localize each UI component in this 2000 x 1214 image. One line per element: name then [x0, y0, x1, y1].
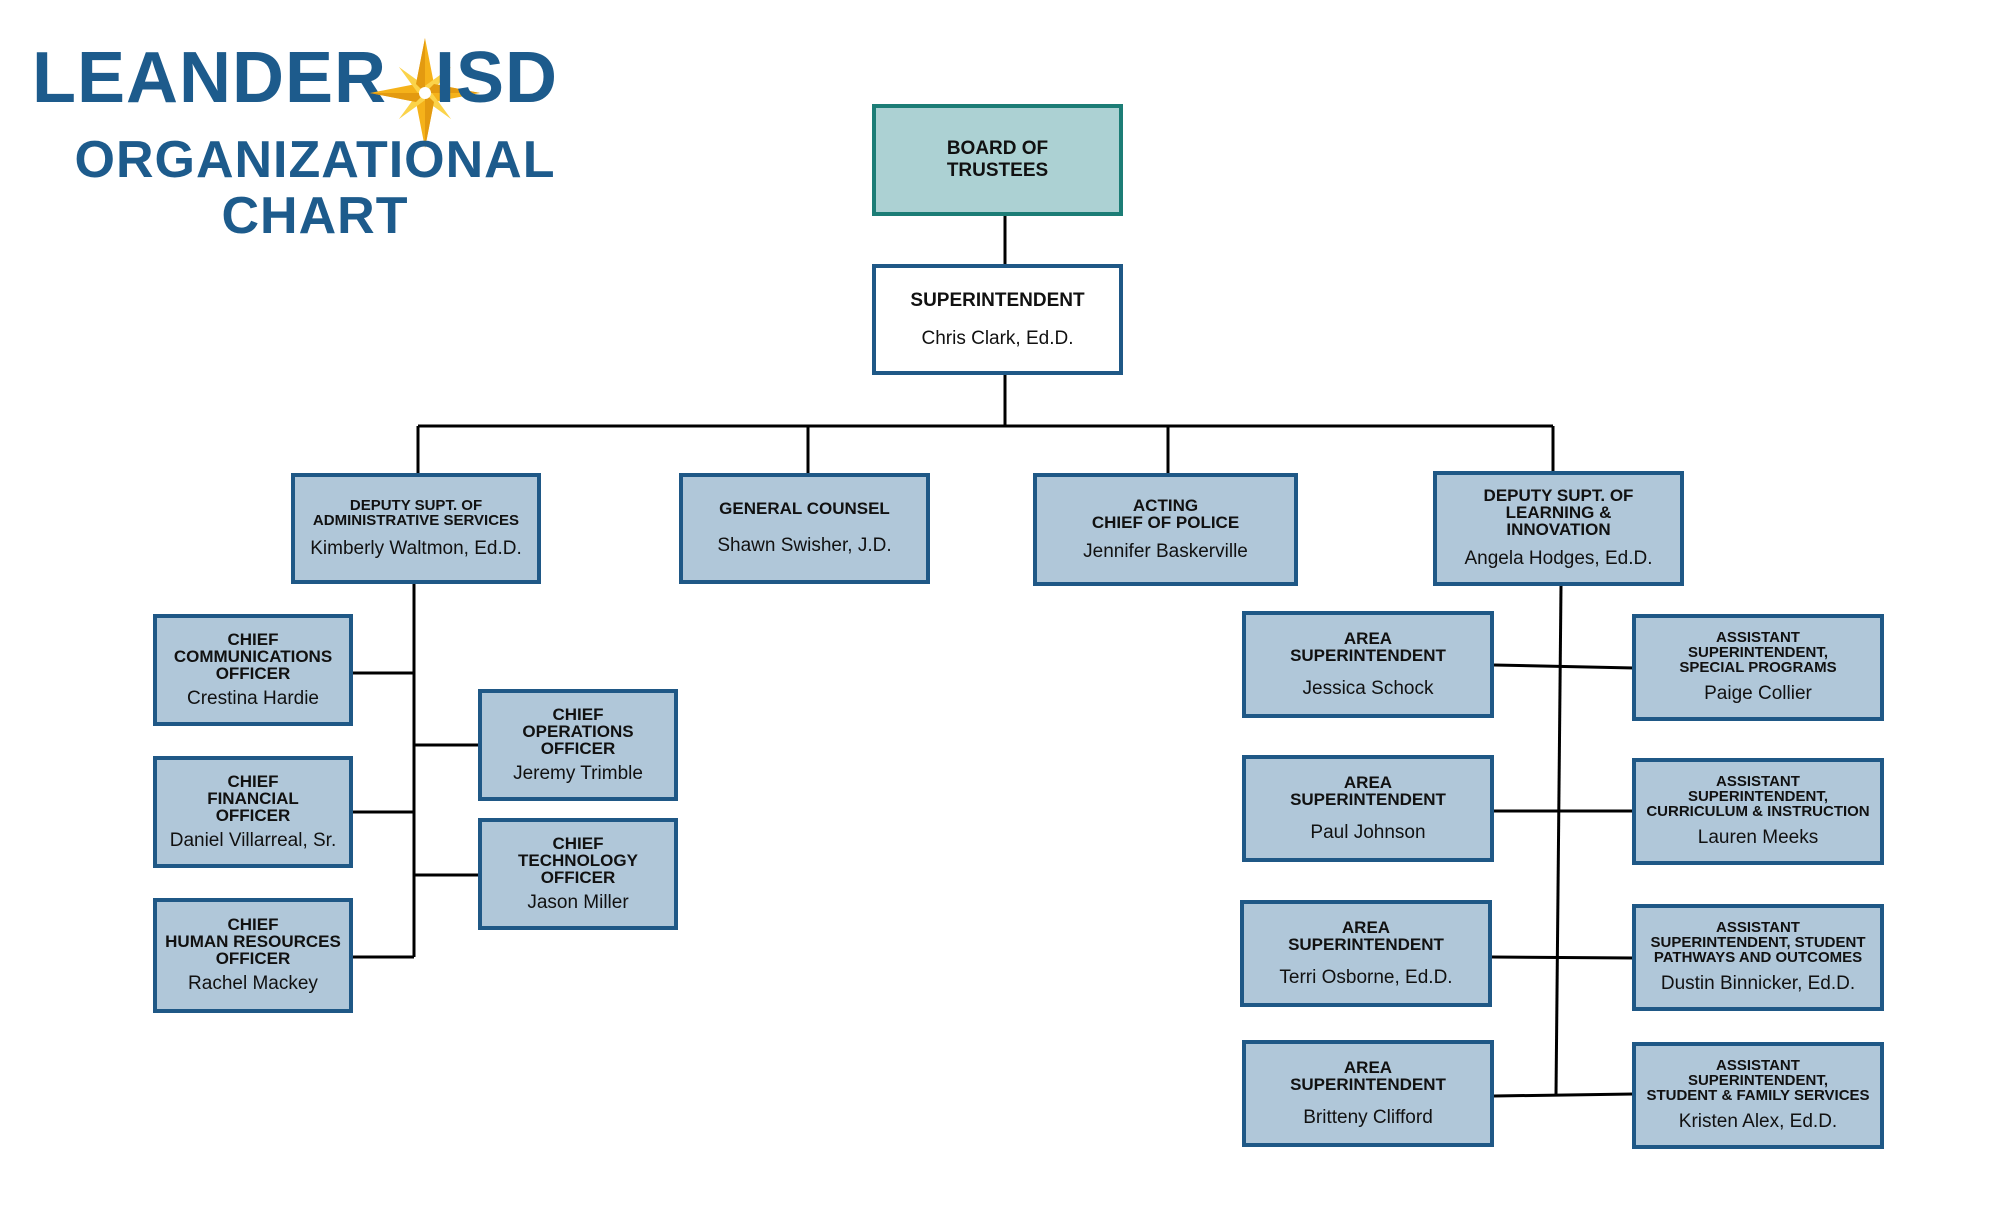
chief-role: CHIEF HUMAN RESOURCES OFFICER	[165, 915, 341, 968]
assistant-superintendent-box: ASSISTANT SUPERINTENDENT, STUDENT & FAMI…	[1632, 1042, 1884, 1149]
board-role: BOARD OF TRUSTEES	[946, 138, 1049, 181]
chief-name: Crestina Hardie	[187, 687, 319, 709]
area-superintendent-box: AREA SUPERINTENDENT Jessica Schock	[1242, 611, 1494, 718]
title-line-2: CHART	[221, 187, 409, 245]
police-chief-role: ACTING CHIEF OF POLICE	[1091, 495, 1240, 532]
general-counsel-name: Shawn Swisher, J.D.	[717, 535, 892, 556]
chief-name: Jeremy Trimble	[513, 762, 643, 784]
assistant-role: ASSISTANT SUPERINTENDENT, CURRICULUM & I…	[1646, 773, 1870, 820]
area-superintendent-box: AREA SUPERINTENDENT Britteny Clifford	[1242, 1040, 1494, 1147]
chief-name: Rachel Mackey	[188, 973, 318, 994]
superintendent-box: SUPERINTENDENT Chris Clark, Ed.D.	[872, 264, 1123, 375]
chief-role: CHIEF TECHNOLOGY OFFICER	[518, 833, 638, 887]
area-superintendent-box: AREA SUPERINTENDENT Terri Osborne, Ed.D.	[1240, 900, 1492, 1007]
area-name: Jessica Schock	[1302, 677, 1434, 699]
logo-word-leander: LEANDER	[32, 38, 388, 118]
chief-technology-box: CHIEF TECHNOLOGY OFFICER Jason Miller	[478, 818, 678, 930]
chief-role: CHIEF FINANCIAL OFFICER	[207, 771, 299, 825]
assistant-superintendent-box: ASSISTANT SUPERINTENDENT, SPECIAL PROGRA…	[1632, 614, 1884, 721]
chief-role: CHIEF COMMUNICATIONS OFFICER	[173, 629, 333, 683]
area-name: Paul Johnson	[1310, 821, 1426, 843]
assistant-name: Kristen Alex, Ed.D.	[1678, 1111, 1838, 1132]
chart-title: ORGANIZATIONAL CHART	[60, 132, 570, 244]
assistant-role: ASSISTANT SUPERINTENDENT, SPECIAL PROGRA…	[1679, 629, 1837, 676]
chief-human-resources-box: CHIEF HUMAN RESOURCES OFFICER Rachel Mac…	[153, 898, 353, 1013]
area-name: Terri Osborne, Ed.D.	[1279, 966, 1453, 988]
logo-word-isd: ISD	[435, 38, 559, 118]
chief-financial-box: CHIEF FINANCIAL OFFICER Daniel Villarrea…	[153, 756, 353, 868]
superintendent-role: SUPERINTENDENT	[910, 289, 1085, 311]
area-name: Britteny Clifford	[1303, 1106, 1433, 1128]
chief-name: Jason Miller	[527, 891, 629, 913]
deputy-learning-innovation-box: DEPUTY SUPT. OF LEARNING & INNOVATION An…	[1433, 471, 1684, 586]
general-counsel-role: GENERAL COUNSEL	[719, 499, 890, 518]
deputy-learning-role: DEPUTY SUPT. OF LEARNING & INNOVATION	[1483, 486, 1634, 539]
area-role: AREA SUPERINTENDENT	[1290, 772, 1446, 809]
area-role: AREA SUPERINTENDENT	[1290, 628, 1446, 665]
assistant-role: ASSISTANT SUPERINTENDENT, STUDENT & FAMI…	[1646, 1057, 1870, 1104]
compass-star-icon	[370, 38, 480, 148]
general-counsel-box: GENERAL COUNSEL Shawn Swisher, J.D.	[679, 473, 930, 584]
assistant-superintendent-box: ASSISTANT SUPERINTENDENT, STUDENT PATHWA…	[1632, 904, 1884, 1011]
title-line-1: ORGANIZATIONAL	[74, 131, 556, 189]
deputy-learning-name: Angela Hodges, Ed.D.	[1464, 548, 1653, 569]
assistant-role: ASSISTANT SUPERINTENDENT, STUDENT PATHWA…	[1650, 919, 1866, 966]
superintendent-name: Chris Clark, Ed.D.	[921, 327, 1074, 349]
assistant-name: Paige Collier	[1704, 683, 1812, 704]
assistant-name: Dustin Binnicker, Ed.D.	[1660, 973, 1856, 994]
police-chief-name: Jennifer Baskerville	[1083, 540, 1248, 562]
chief-role: CHIEF OPERATIONS OFFICER	[522, 704, 634, 758]
deputy-admin-services-box: DEPUTY SUPT. OF ADMINISTRATIVE SERVICES …	[291, 473, 541, 584]
deputy-admin-name: Kimberly Waltmon, Ed.D.	[310, 537, 522, 559]
area-role: AREA SUPERINTENDENT	[1288, 917, 1444, 954]
assistant-name: Lauren Meeks	[1697, 827, 1819, 848]
assistant-superintendent-box: ASSISTANT SUPERINTENDENT, CURRICULUM & I…	[1632, 758, 1884, 865]
chief-communications-box: CHIEF COMMUNICATIONS OFFICER Crestina Ha…	[153, 614, 353, 726]
chief-operations-box: CHIEF OPERATIONS OFFICER Jeremy Trimble	[478, 689, 678, 801]
board-of-trustees-box: BOARD OF TRUSTEES	[872, 104, 1123, 216]
police-chief-box: ACTING CHIEF OF POLICE Jennifer Baskervi…	[1033, 473, 1298, 586]
area-role: AREA SUPERINTENDENT	[1290, 1057, 1446, 1094]
area-superintendent-box: AREA SUPERINTENDENT Paul Johnson	[1242, 755, 1494, 862]
deputy-admin-role: DEPUTY SUPT. OF ADMINISTRATIVE SERVICES	[312, 496, 520, 529]
chief-name: Daniel Villarreal, Sr.	[169, 829, 337, 851]
